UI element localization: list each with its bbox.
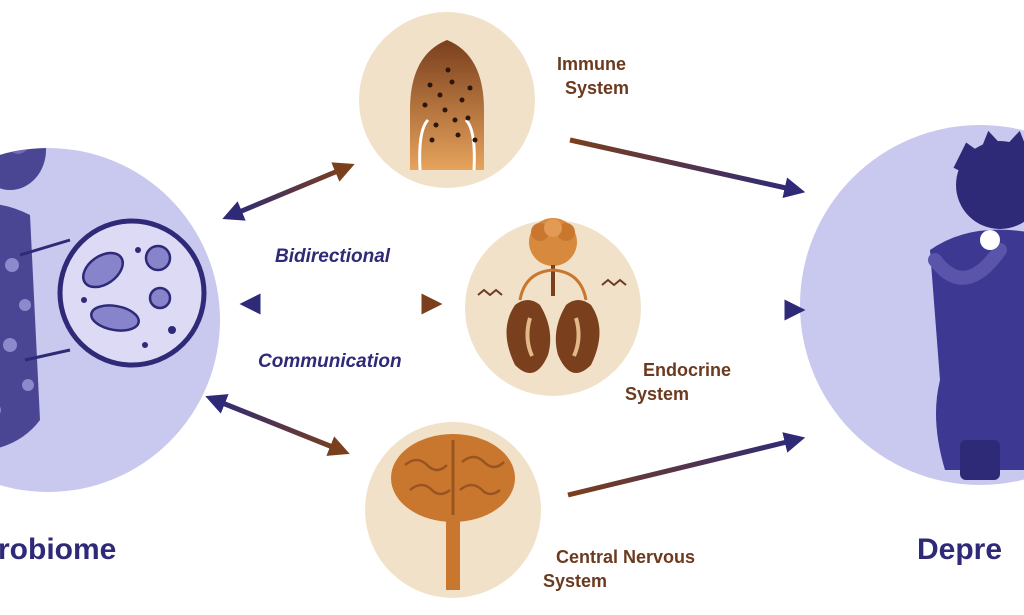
cns-group	[365, 422, 541, 598]
arrow-immune-depression	[569, 137, 806, 198]
immune-label-line1: Immune	[557, 54, 627, 74]
immune-group	[359, 12, 535, 188]
bacteria-icon	[81, 244, 176, 348]
brain-spinal-cord-icon	[391, 434, 515, 590]
microbiome-title: robiome	[0, 533, 117, 566]
bidirectional-label: Bidirectional	[275, 246, 391, 267]
immune-label: Immune System	[557, 52, 629, 100]
cns-label: Central Nervous System	[543, 545, 695, 593]
depression-group	[800, 125, 1024, 485]
arrow-microbiome-immune	[222, 162, 355, 221]
microbiome-group	[0, 148, 220, 492]
arrow-cns-depression	[567, 432, 806, 498]
endocrine-label-line1: Endocrine	[643, 360, 732, 380]
endocrine-circle	[465, 220, 641, 396]
cns-label-line1: Central Nervous	[556, 547, 696, 567]
immune-cells-icon	[410, 40, 484, 171]
immune-label-line2: System	[565, 78, 630, 98]
endocrine-group	[465, 218, 641, 396]
cns-label-line2: System	[543, 571, 608, 591]
endocrine-label: Endocrine System	[625, 358, 731, 406]
magnifier-lens	[57, 218, 207, 368]
communication-label: Communication	[258, 351, 402, 372]
arrows	[205, 137, 806, 498]
endocrine-label-line2: System	[625, 384, 690, 404]
arrow-microbiome-cns	[205, 394, 350, 456]
depression-title: Depre	[917, 533, 1003, 566]
hpa-axis-kidneys-icon	[477, 218, 627, 373]
depressed-person-icon	[928, 130, 1024, 480]
